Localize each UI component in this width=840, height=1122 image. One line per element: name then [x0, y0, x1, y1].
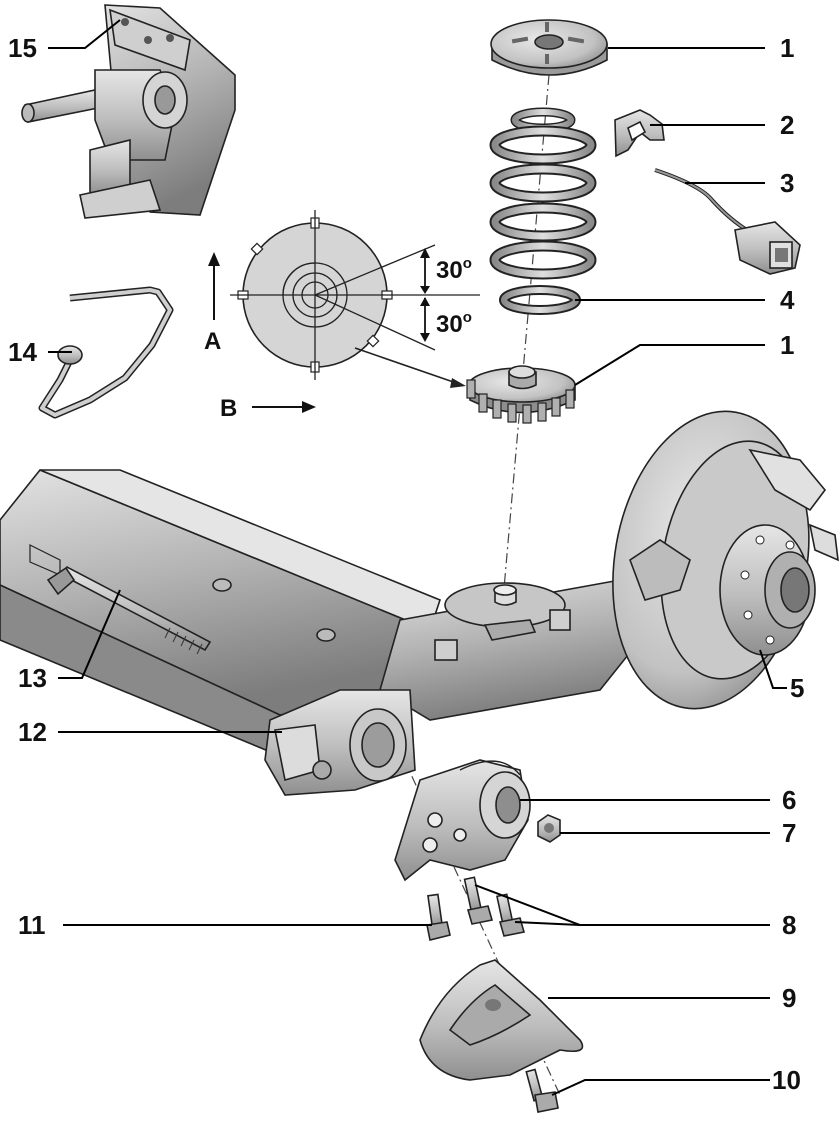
part-5-wheel-hub [612, 410, 839, 710]
part-3-sensor [654, 168, 801, 275]
rear-axle-beam [0, 469, 641, 796]
callout-1-top: 1 [780, 33, 794, 63]
callout-15: 15 [8, 33, 37, 63]
part-10-screw [525, 1068, 559, 1113]
part-1-lower-spring-seat [466, 365, 576, 424]
view-arrow-b [252, 401, 316, 413]
callout-11: 11 [18, 910, 46, 940]
callout-3: 3 [780, 168, 794, 198]
part-8-bolt-b [496, 893, 526, 937]
part-13-long-bolt [46, 565, 212, 655]
callout-7: 7 [782, 818, 796, 848]
callout-14: 14 [8, 337, 37, 367]
callout-9: 9 [782, 983, 796, 1013]
angle-label-top: 30o [436, 255, 472, 284]
callout-6: 6 [782, 785, 796, 815]
callout-5: 5 [790, 673, 804, 703]
part-7-nut [537, 814, 561, 843]
view-label-a: A [204, 328, 221, 355]
callout-2: 2 [780, 110, 794, 140]
angle-label-bottom: 30o [436, 309, 472, 338]
part-1-upper-spring-seat [490, 19, 608, 76]
part-8-bolt-a [463, 876, 494, 925]
callout-10: 10 [772, 1065, 801, 1095]
callout-13: 13 [18, 663, 47, 693]
view-label-b: B [220, 395, 237, 422]
part-14-brake-line [38, 286, 174, 419]
callout-4: 4 [780, 285, 795, 315]
part-15-detail-inset [21, 4, 236, 219]
callout-1-bottom: 1 [780, 330, 794, 360]
part-11-bolt [426, 893, 451, 941]
callout-8: 8 [782, 910, 796, 940]
seat-alignment-detail [230, 210, 480, 388]
part-9-cover [419, 959, 584, 1081]
part-6-mount-bracket [394, 759, 531, 882]
view-arrow-a [208, 252, 220, 320]
part-2-clip [614, 109, 665, 158]
callout-12: 12 [18, 717, 47, 747]
leader-lines [48, 19, 787, 1096]
